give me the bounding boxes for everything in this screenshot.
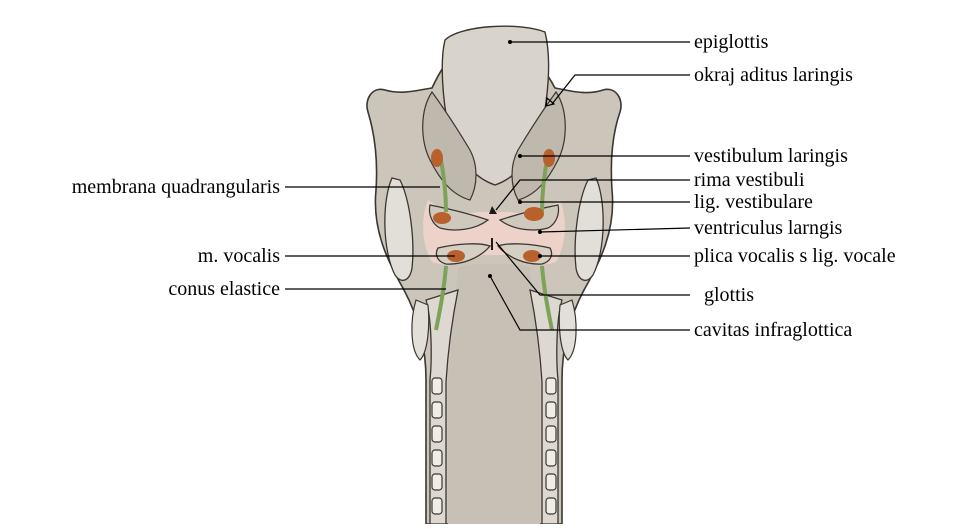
label-membrana: membrana quadrangularis — [72, 176, 280, 198]
nodule-upper-right — [543, 149, 555, 167]
label-plica-vocalis: plica vocalis s lig. vocale — [694, 245, 896, 267]
labels-right: epiglottis okraj aditus laringis vestibu… — [694, 31, 896, 341]
label-okraj-aditus: okraj aditus laringis — [694, 64, 853, 86]
label-m-vocalis: m. vocalis — [198, 245, 280, 267]
vestibular-ligament-left — [433, 212, 451, 224]
label-cavitas: cavitas infraglottica — [694, 319, 852, 341]
label-glottis: glottis — [704, 284, 754, 306]
nodule-upper-left — [431, 149, 443, 167]
vestibular-ligament-right — [524, 207, 544, 221]
label-rima-vestibuli: rima vestibuli — [694, 169, 805, 191]
labels-left: membrana quadrangularis m. vocalis conus… — [72, 176, 280, 300]
label-vestibulum: vestibulum laringis — [694, 145, 848, 167]
label-ventriculus: ventriculus larngis — [694, 217, 843, 239]
label-lig-vestibulare: lig. vestibulare — [694, 191, 813, 213]
trachea-lumen — [448, 264, 540, 525]
label-conus: conus elastice — [168, 278, 280, 300]
larynx-illustration — [367, 26, 621, 524]
label-epiglottis: epiglottis — [694, 31, 769, 53]
